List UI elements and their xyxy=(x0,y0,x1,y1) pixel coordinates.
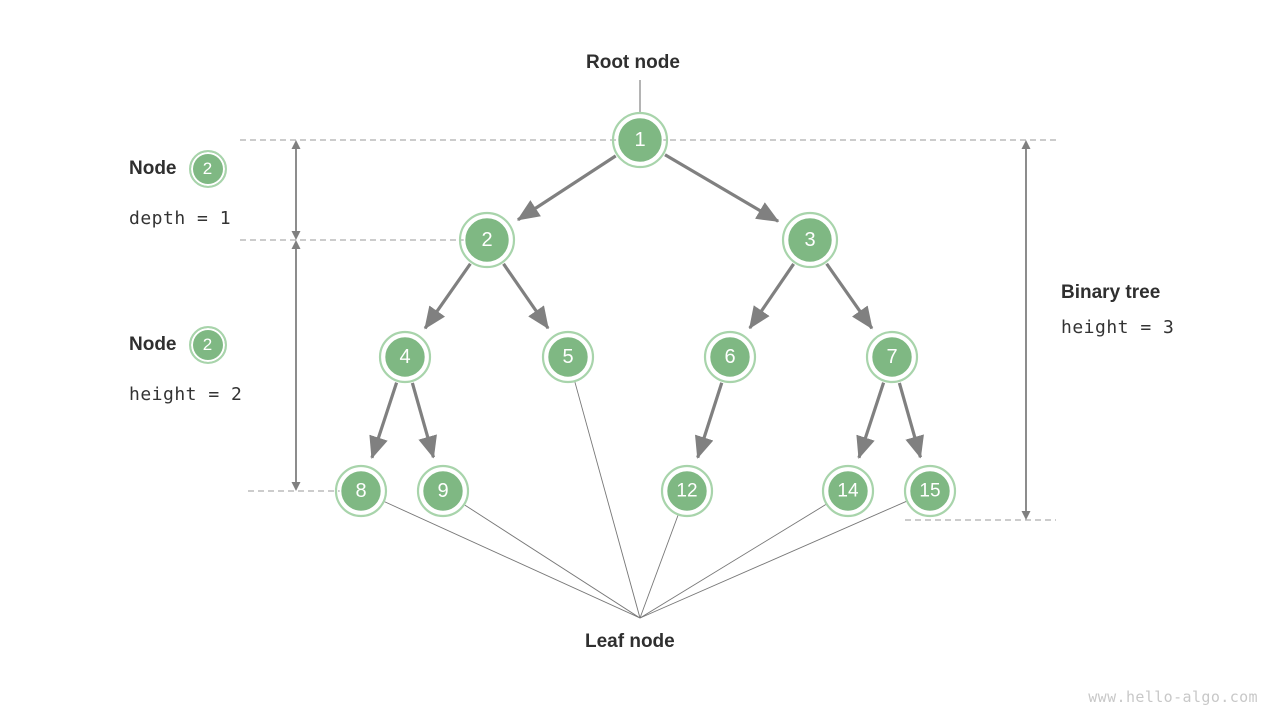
leaf-node-label: Leaf node xyxy=(585,631,675,652)
node-value-8: 8 xyxy=(355,480,366,502)
depth-dimension-arrow-arrow-top xyxy=(291,140,301,149)
node-value-7: 7 xyxy=(886,346,897,368)
binary-tree-title: Binary tree xyxy=(1061,282,1161,303)
height-dimension-arrow-arrow-top xyxy=(291,240,301,249)
leaf-pointer-line-n9 xyxy=(464,504,641,619)
tree-edge-n3-n6 xyxy=(748,263,795,330)
node-height-title: Node xyxy=(129,334,177,355)
node-circle-12 xyxy=(665,469,709,513)
tree-edge-n3-n7 xyxy=(825,262,874,330)
tree-edge-n4-n8 xyxy=(369,382,399,459)
node-circle-3 xyxy=(786,216,834,264)
leaf-pointer-lines-layer xyxy=(384,381,907,619)
tree-node-14[interactable]: 14 xyxy=(821,464,875,518)
node-height-badge: 2 xyxy=(188,326,227,364)
node-value-5: 5 xyxy=(562,346,573,368)
tree-node-15[interactable]: 15 xyxy=(903,464,957,518)
node-ring-9 xyxy=(416,464,470,518)
node-circle-2 xyxy=(463,216,511,264)
tree-edge-n7-n15 xyxy=(897,382,924,459)
node-circle-4 xyxy=(383,335,427,379)
node-value-6: 6 xyxy=(724,346,735,368)
node-value-14: 14 xyxy=(837,481,859,502)
node-circle-5 xyxy=(546,335,590,379)
watermark: www.hello-algo.com xyxy=(1088,688,1258,706)
tree-node-4[interactable]: 4 xyxy=(378,330,432,384)
node-ring-15 xyxy=(903,464,957,518)
tree-node-5[interactable]: 5 xyxy=(541,330,595,384)
tree-edges-layer xyxy=(369,153,924,459)
node-value-3: 3 xyxy=(804,229,815,251)
node-ring-12 xyxy=(660,464,714,518)
guide-lines-layer xyxy=(240,139,1056,521)
tree-edge-n2-n4 xyxy=(423,262,472,330)
tree-height-dimension-arrow-arrow-bottom xyxy=(1021,511,1031,520)
tree-height-dimension-arrow-arrow-top xyxy=(1021,140,1031,149)
node-depth-title: Node xyxy=(129,158,177,179)
node-depth-badge: 2 xyxy=(188,150,227,188)
node-circle-8 xyxy=(339,469,383,513)
node-value-15: 15 xyxy=(919,481,940,502)
node-height-value: height = 2 xyxy=(129,384,243,405)
leaf-pointer-line-n14 xyxy=(639,504,827,619)
height-dimension-arrow xyxy=(291,240,301,491)
node-value-1: 1 xyxy=(634,129,645,151)
tree-node-8[interactable]: 8 xyxy=(334,464,388,518)
node-height-annotation: Node 2 xyxy=(129,326,227,364)
tree-node-3[interactable]: 3 xyxy=(781,211,839,269)
node-circle-15 xyxy=(908,469,952,513)
tree-edge-n2-n5 xyxy=(502,262,550,330)
depth-dimension-arrow-arrow-bottom xyxy=(291,231,301,240)
dimension-arrows-layer xyxy=(291,140,1031,520)
node-value-2: 2 xyxy=(481,229,492,251)
tree-edge-n6-n12 xyxy=(695,382,724,459)
node-ring-5 xyxy=(541,330,595,384)
tree-edge-n4-n9 xyxy=(410,382,437,459)
tree-edge-n1-n2 xyxy=(516,154,617,222)
leaf-pointer-line-n5 xyxy=(574,381,641,619)
node-value-12: 12 xyxy=(676,481,697,502)
root-node-label: Root node xyxy=(586,52,680,73)
node-ring-1 xyxy=(611,111,669,169)
leaf-pointer-line-n15 xyxy=(639,501,907,619)
tree-node-1[interactable]: 1 xyxy=(611,111,669,169)
tree-height-dimension-arrow xyxy=(1021,140,1031,520)
binary-tree-height-value: height = 3 xyxy=(1061,317,1175,338)
node-ring-8 xyxy=(334,464,388,518)
node-ring-4 xyxy=(378,330,432,384)
node-value-4: 4 xyxy=(399,346,410,368)
tree-node-7[interactable]: 7 xyxy=(865,330,919,384)
node-circle-7 xyxy=(870,335,914,379)
tree-edge-n1-n3 xyxy=(664,153,780,223)
node-circle-14 xyxy=(826,469,870,513)
tree-node-2[interactable]: 2 xyxy=(458,211,516,269)
depth-dimension-arrow xyxy=(291,140,301,240)
node-ring-3 xyxy=(781,211,839,269)
leaf-pointer-line-n12 xyxy=(639,515,679,619)
node-ring-6 xyxy=(703,330,757,384)
node-circle-6 xyxy=(708,335,752,379)
leaf-pointer-line-n8 xyxy=(384,501,641,619)
node-depth-value: depth = 1 xyxy=(129,208,232,229)
node-ring-2 xyxy=(458,211,516,269)
tree-node-12[interactable]: 12 xyxy=(660,464,714,518)
tree-edge-n7-n14 xyxy=(856,382,886,459)
height-dimension-arrow-arrow-bottom xyxy=(291,482,301,491)
node-ring-14 xyxy=(821,464,875,518)
node-value-9: 9 xyxy=(437,480,448,502)
node-circle-9 xyxy=(421,469,465,513)
node-circle-1 xyxy=(616,116,664,164)
tree-node-9[interactable]: 9 xyxy=(416,464,470,518)
node-depth-annotation: Node 2 xyxy=(129,150,227,188)
node-ring-7 xyxy=(865,330,919,384)
tree-node-6[interactable]: 6 xyxy=(703,330,757,384)
